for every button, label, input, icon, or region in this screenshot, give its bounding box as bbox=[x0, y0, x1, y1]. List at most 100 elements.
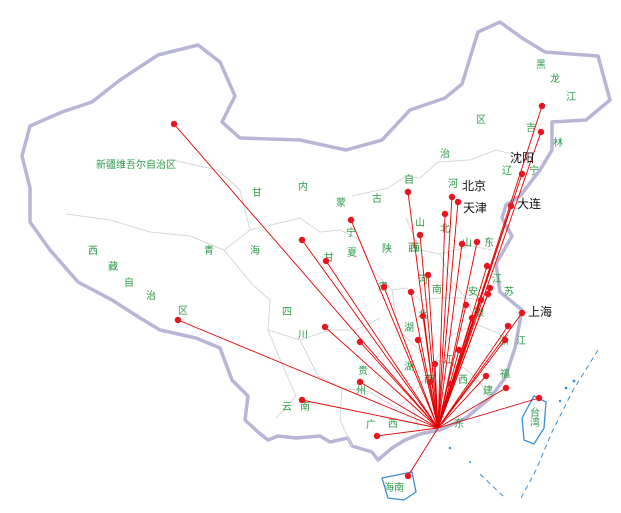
region-label-xinjiang: 新疆维吾尔自治区 bbox=[96, 158, 176, 171]
route-changsha bbox=[434, 363, 439, 429]
marker-yichang[interactable] bbox=[414, 336, 422, 344]
route-wenzhou bbox=[437, 339, 506, 429]
region-label-zhi: 治 bbox=[440, 147, 450, 160]
marker-chengdu[interactable] bbox=[321, 323, 329, 331]
marker-xian[interactable] bbox=[380, 283, 388, 291]
region-label-qu2: 区 bbox=[178, 305, 188, 317]
marker-xining[interactable] bbox=[298, 236, 306, 244]
region-label-nei: 内 bbox=[298, 180, 308, 193]
route-beijing bbox=[437, 196, 453, 429]
region-label-meng: 蒙 bbox=[336, 196, 346, 209]
marker-lanzhou[interactable] bbox=[322, 257, 330, 265]
region-label-xia: 夏 bbox=[347, 247, 357, 259]
city-label-shanghai: 上海 bbox=[528, 304, 552, 319]
marker-nanchang[interactable] bbox=[455, 346, 463, 354]
route-xian bbox=[383, 286, 439, 429]
marker-xuzhou[interactable] bbox=[486, 284, 494, 292]
region-label-shan-shanxi: 山 bbox=[415, 217, 425, 229]
region-label-hui: 徽 bbox=[474, 306, 484, 319]
route-taipei bbox=[437, 397, 540, 429]
region-label-hu2: 湖 bbox=[404, 361, 414, 373]
region-label-chuan: 川 bbox=[298, 330, 308, 341]
marker-shanghai[interactable] bbox=[518, 309, 526, 317]
region-label-gan: 甘 bbox=[252, 186, 262, 199]
marker-hefei[interactable] bbox=[462, 301, 470, 309]
region-label-su2: 苏 bbox=[504, 285, 514, 298]
marker-ganzhou[interactable] bbox=[446, 380, 454, 388]
marker-shenyang[interactable] bbox=[518, 170, 526, 178]
marker-luoyang[interactable] bbox=[407, 288, 415, 296]
region-label-ji: 吉 bbox=[526, 122, 536, 134]
region-label-xi-shaanxi: 西 bbox=[408, 243, 418, 254]
city-label-shenyang: 沈阳 bbox=[510, 150, 534, 165]
route-yantai bbox=[437, 265, 488, 429]
route-fuzhou bbox=[437, 387, 507, 429]
marker-tianjin[interactable] bbox=[454, 198, 462, 206]
region-label-xi-guangxi: 西 bbox=[388, 419, 398, 430]
marker-beijing[interactable] bbox=[448, 193, 456, 201]
region-label-xi-jiangxi: 西 bbox=[458, 375, 468, 386]
marker-huaian[interactable] bbox=[484, 290, 492, 298]
route-tianjin bbox=[437, 201, 459, 429]
marker-harbin[interactable] bbox=[538, 102, 546, 110]
route-haikou bbox=[407, 427, 439, 477]
region-label-jiang2: 江 bbox=[492, 273, 502, 285]
region-label-jiang4: 江 bbox=[443, 354, 453, 366]
city-label-dalian: 大连 bbox=[517, 196, 541, 211]
marker-yinchuan[interactable] bbox=[347, 216, 355, 224]
marker-kunming[interactable] bbox=[298, 396, 306, 404]
marker-dalian[interactable] bbox=[507, 202, 515, 210]
marker-fuzhou[interactable] bbox=[502, 384, 510, 392]
route-urumqi bbox=[173, 123, 439, 429]
marker-huhehaote[interactable] bbox=[404, 188, 412, 196]
route-wuhan bbox=[422, 315, 439, 429]
route-shanghai bbox=[437, 312, 523, 429]
marker-urumqi[interactable] bbox=[170, 120, 178, 128]
marker-xiamen[interactable] bbox=[482, 372, 490, 380]
route-shijiazhuang bbox=[437, 213, 446, 429]
marker-changsha[interactable] bbox=[431, 360, 439, 368]
route-chengdu bbox=[324, 326, 439, 429]
marker-zhengzhou[interactable] bbox=[424, 271, 432, 279]
marker-anqing[interactable] bbox=[468, 314, 476, 322]
route-changchun bbox=[437, 131, 542, 429]
marker-shijiazhuang[interactable] bbox=[441, 210, 449, 218]
marker-hengyang[interactable] bbox=[426, 378, 434, 386]
region-label-hainan: 海南 bbox=[384, 481, 404, 494]
region-label-nan3: 南 bbox=[300, 400, 310, 413]
marker-hangzhou[interactable] bbox=[504, 322, 512, 330]
route-yinchuan bbox=[350, 219, 439, 429]
region-label-yun: 云 bbox=[282, 402, 292, 413]
marker-wuhan[interactable] bbox=[419, 312, 427, 320]
city-label-beijing: 北京 bbox=[462, 179, 486, 193]
marker-lhasa[interactable] bbox=[174, 316, 182, 324]
marker-guiyang[interactable] bbox=[356, 378, 364, 386]
region-label-lin: 林 bbox=[553, 136, 563, 149]
taiwan-outline bbox=[521, 395, 547, 445]
marker-haikou[interactable] bbox=[404, 472, 412, 480]
region-label-dong2: 东 bbox=[454, 417, 464, 430]
region-label-he2: 河 bbox=[418, 274, 428, 286]
route-huaian bbox=[437, 293, 489, 429]
region-label-dong: 东 bbox=[484, 236, 494, 249]
marker-taiyuan[interactable] bbox=[416, 231, 424, 239]
region-label-ning: 宁 bbox=[529, 164, 539, 177]
marker-nanning[interactable] bbox=[373, 432, 381, 440]
region-label-jian: 建 bbox=[483, 384, 493, 397]
region-label-gu: 古 bbox=[372, 192, 382, 205]
region-label-liao: 辽 bbox=[502, 165, 512, 177]
route-xining bbox=[301, 239, 439, 429]
destination-markers bbox=[170, 102, 546, 480]
region-label-fu: 福 bbox=[500, 367, 510, 380]
marker-jinan[interactable] bbox=[458, 240, 466, 248]
marker-wenzhou[interactable] bbox=[501, 336, 509, 344]
marker-taipei[interactable] bbox=[535, 394, 543, 402]
route-kunming bbox=[301, 399, 439, 429]
region-label-zhou: 州 bbox=[356, 385, 366, 397]
marker-chongqing[interactable] bbox=[356, 338, 364, 346]
marker-changchun[interactable] bbox=[537, 128, 545, 136]
marker-qingdao[interactable] bbox=[473, 238, 481, 246]
marker-yantai[interactable] bbox=[483, 262, 491, 270]
marker-nanjing[interactable] bbox=[477, 296, 485, 304]
south-china-sea-islands bbox=[448, 379, 576, 463]
